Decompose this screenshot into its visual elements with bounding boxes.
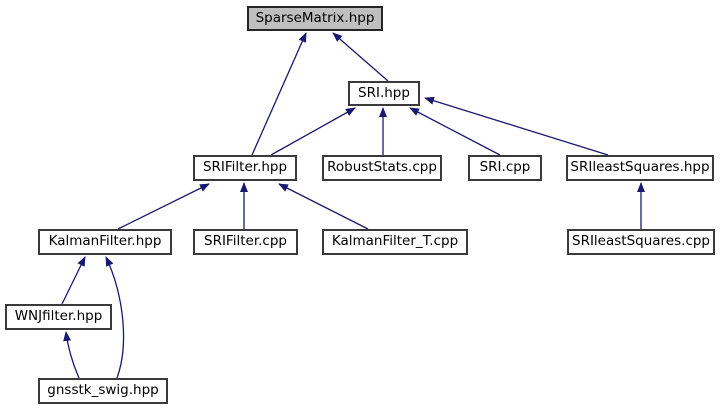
graph-node-KalmanFilter_T.cpp[interactable]: KalmanFilter_T.cpp <box>322 229 468 255</box>
graph-node-SRIleastSquares.hpp[interactable]: SRIleastSquares.hpp <box>566 155 714 181</box>
graph-node-SRI.hpp[interactable]: SRI.hpp <box>348 81 420 106</box>
edge-SRIFilter.hpp-to-SparseMatrix.hpp <box>251 32 307 156</box>
graph-node-WNJfilter.hpp[interactable]: WNJfilter.hpp <box>5 304 112 330</box>
graph-node-SRIFilter.cpp[interactable]: SRIFilter.cpp <box>193 229 298 255</box>
graph-node-SRI.cpp[interactable]: SRI.cpp <box>468 155 542 181</box>
edge-gnsstk_swig.hpp-to-WNJfilter.hpp <box>63 331 80 379</box>
edge-SRI.hpp-to-SparseMatrix.hpp <box>332 32 389 82</box>
edge-WNJfilter.hpp-to-KalmanFilter.hpp <box>61 256 86 305</box>
graph-node-SRIleastSquares.cpp[interactable]: SRIleastSquares.cpp <box>567 229 715 255</box>
graph-node-gnsstk_swig.hpp[interactable]: gnsstk_swig.hpp <box>38 378 168 404</box>
edge-SRI.cpp-to-SRI.hpp <box>409 107 501 156</box>
edge-KalmanFilter_T.cpp-to-SRIFilter.hpp <box>278 183 369 230</box>
graph-node-SRIFilter.hpp[interactable]: SRIFilter.hpp <box>193 155 297 181</box>
edge-SRIleastSquares.hpp-to-SRI.hpp <box>424 96 609 156</box>
graph-node-KalmanFilter.hpp[interactable]: KalmanFilter.hpp <box>38 229 172 255</box>
edge-SRIFilter.hpp-to-SRI.hpp <box>270 107 356 156</box>
edge-KalmanFilter.hpp-to-SRIFilter.hpp <box>117 183 210 230</box>
graph-node-SparseMatrix.hpp: SparseMatrix.hpp <box>247 6 383 31</box>
graph-node-RobustStats.cpp[interactable]: RobustStats.cpp <box>322 155 442 181</box>
